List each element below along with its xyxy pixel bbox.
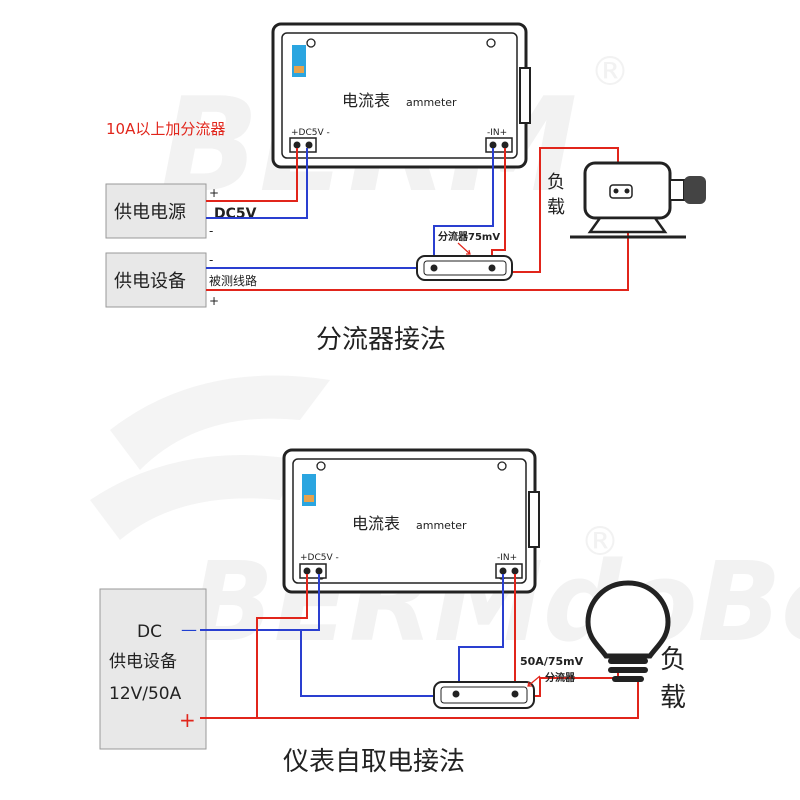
- top-motor-pulley: [684, 176, 706, 204]
- top-supply-plus: +: [209, 186, 219, 200]
- bottom-device-box: [99, 588, 207, 750]
- bottom-load-label-1: 负: [660, 645, 686, 675]
- top-device-label: 供电设备: [114, 271, 186, 292]
- bottom-diagram: 电流表 ammeter +DC5V - -IN+ DC 供电设备 12V/50A…: [99, 448, 686, 777]
- bottom-ammeter: 电流表 ammeter +DC5V - -IN+: [282, 448, 540, 594]
- bottom-wire-minus-to-meter: [200, 574, 320, 631]
- bottom-device-line3: 12V/50A: [109, 684, 182, 704]
- top-terminal-power-label: +DC5V -: [291, 128, 330, 138]
- top-meter-name: 电流表: [342, 91, 390, 110]
- bottom-shunt: [433, 681, 535, 709]
- top-supply-minus: -: [209, 224, 213, 238]
- top-shunt: [416, 255, 513, 281]
- top-load-label-1: 负: [547, 172, 565, 193]
- top-note-over-10a: 10A以上加分流器: [106, 120, 225, 138]
- watermark-swoosh-2: [90, 455, 300, 540]
- bottom-terminal-power-label: +DC5V -: [300, 553, 339, 563]
- top-load-label-2: 载: [547, 197, 565, 218]
- top-caption: 分流器接法: [316, 325, 446, 355]
- bottom-wire-shunt-minus: [458, 574, 504, 690]
- top-wire-shunt-minus: [433, 148, 494, 268]
- bottom-bulb-load: [585, 580, 671, 682]
- top-shunt-label: 分流器75mV: [438, 230, 500, 243]
- watermark-swoosh: [110, 375, 330, 470]
- bottom-meter-name-en: ammeter: [416, 519, 467, 532]
- top-diagram: 电流表 ammeter +DC5V - -IN+ 10A以上加分流器 供电电源 …: [105, 22, 706, 355]
- bottom-shunt-rating: 50A/75mV: [520, 655, 584, 668]
- top-motor-load: [570, 161, 706, 239]
- top-meter-name-en: ammeter: [406, 96, 457, 109]
- bottom-device-line2: 供电设备: [109, 652, 177, 672]
- top-supply-label: 供电电源: [114, 202, 186, 223]
- bottom-device-plus: +: [179, 708, 196, 732]
- top-supply-voltage: DC5V: [214, 206, 257, 222]
- bottom-terminal-in-label: -IN+: [497, 553, 517, 563]
- bottom-shunt-label: 分流器: [545, 671, 576, 684]
- top-device-box: [105, 252, 207, 308]
- bottom-wire-plus-to-meter: [256, 574, 308, 718]
- bottom-wire-plus-to-load: [200, 680, 639, 719]
- top-device-plus: +: [209, 294, 219, 308]
- bottom-meter-name: 电流表: [352, 514, 400, 533]
- bottom-caption: 仪表自取电接法: [283, 747, 465, 777]
- bottom-wire-minus-to-shunt: [300, 630, 453, 697]
- watermark-registered-bottom: ®: [580, 519, 620, 565]
- bottom-load-label-2: 载: [660, 683, 686, 713]
- top-device-minus: -: [209, 253, 213, 267]
- top-ammeter: 电流表 ammeter +DC5V - -IN+: [271, 22, 531, 169]
- bottom-device-minus: —: [181, 620, 197, 639]
- watermark-registered-top: ®: [590, 49, 630, 95]
- top-supply-box: [105, 183, 207, 239]
- top-line-label: 被测线路: [209, 273, 257, 288]
- top-wire-supply-plus: [206, 148, 298, 202]
- top-wire-supply-minus: [206, 148, 308, 219]
- bottom-device-line1: DC: [137, 622, 162, 642]
- top-terminal-in-label: -IN+: [487, 128, 507, 138]
